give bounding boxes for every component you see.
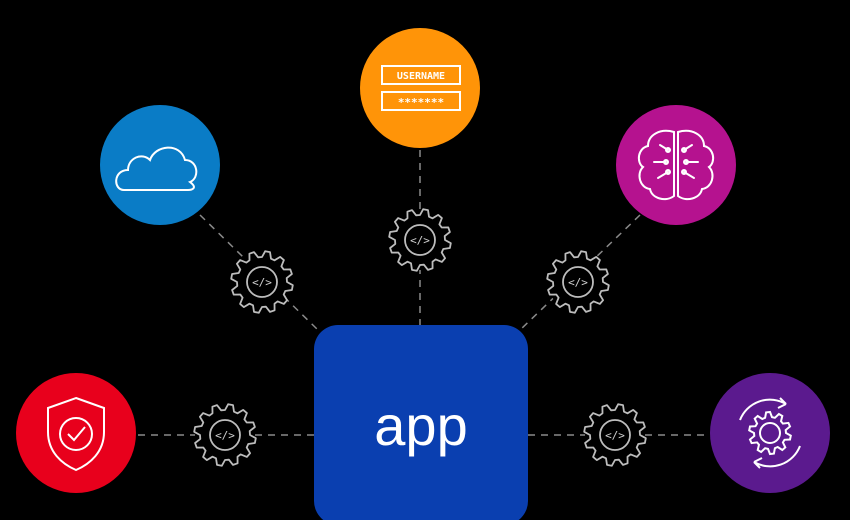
code-symbol: </> (252, 276, 272, 289)
automation-node-circle (710, 373, 830, 493)
password-mask: ******* (398, 96, 444, 109)
app-node[interactable]: app (314, 325, 528, 520)
security-node[interactable] (16, 373, 136, 493)
code-gears: </> </> </> </> </> (193, 208, 647, 467)
cloud-node[interactable] (100, 105, 220, 225)
username-field (381, 65, 461, 85)
cloud-icon (115, 146, 198, 191)
automation-gear-icon (739, 397, 801, 469)
code-gear-icon: </> (230, 250, 294, 314)
code-gear-icon: </> (388, 208, 452, 272)
login-node-circle (360, 28, 480, 148)
app-label: app (374, 394, 467, 457)
security-node-circle (16, 373, 136, 493)
brain-icon (637, 129, 715, 201)
password-field (381, 91, 461, 111)
brain-node-circle (616, 105, 736, 225)
brain-node[interactable] (616, 105, 736, 225)
code-gear-icon: </> (546, 250, 610, 314)
app-box (314, 325, 528, 520)
code-symbol: </> (215, 429, 235, 442)
automation-node[interactable] (710, 373, 830, 493)
code-gear-icon: </> (193, 403, 257, 467)
login-form-icon: USERNAME ******* (381, 65, 461, 111)
cloud-node-circle (100, 105, 220, 225)
security-shield-icon (47, 396, 105, 472)
code-gear-icon: </> (583, 403, 647, 467)
login-node[interactable]: USERNAME ******* (360, 28, 480, 148)
code-symbol: </> (605, 429, 625, 442)
code-symbol: </> (568, 276, 588, 289)
code-symbol: </> (410, 234, 430, 247)
username-label: USERNAME (397, 71, 445, 82)
